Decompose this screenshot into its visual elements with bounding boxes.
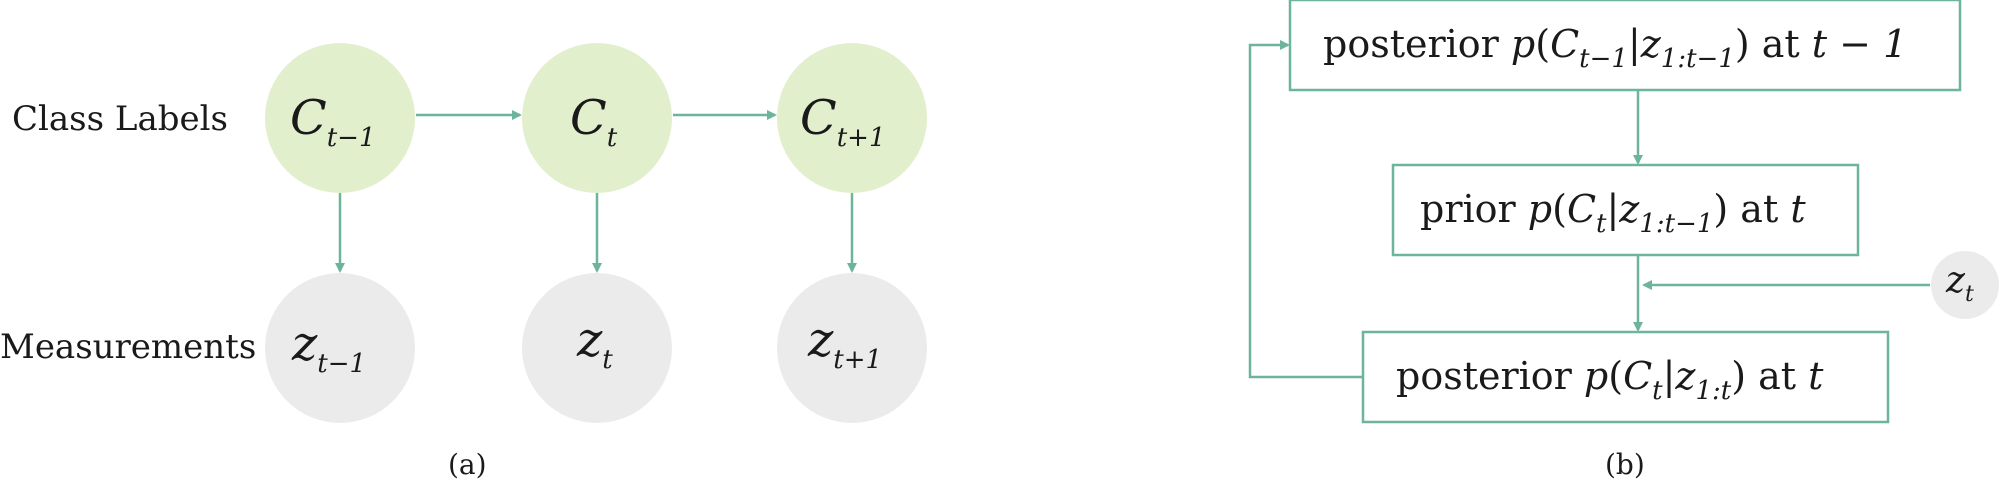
panel-b: posterior p(Ct−1|z1:t−1) at t − 1 prior … [1248,0,1999,481]
measurement-input-label: zt [1945,260,1974,307]
caption-b: (b) [1605,448,1645,481]
measurement-node-circle [522,273,672,423]
posterior-prev-box [1288,0,1962,92]
measurements-row-label: Measurements [0,327,256,367]
measurement-node-label: zt−1 [291,316,366,379]
class-node-circle [777,43,927,193]
caption-a: (a) [448,448,487,481]
measurement-node-circle [777,273,927,423]
posterior-current-box [1361,330,1890,424]
prior-label: prior p(Ct|z1:t−1) at t [1420,187,1806,239]
measurement-node-circle [265,273,415,423]
measurement-node-t: zt [522,273,672,423]
panel-a: Class Labels Measurements Ct−1 Ct Ct+1 z… [0,43,927,481]
posterior-prev-label: posterior p(Ct−1|z1:t−1) at t − 1 [1323,22,1907,74]
class-node-t: Ct [522,43,672,193]
measurement-node-t-minus-1: zt−1 [265,273,415,423]
class-node-label: Ct+1 [800,90,886,153]
measurement-input-circle [1931,251,1999,319]
class-labels-row-label: Class Labels [12,99,228,139]
measurement-node-t-plus-1: zt+1 [777,273,927,423]
class-node-label: Ct [570,90,618,153]
measurement-node-label: zt [576,312,613,375]
class-node-circle [522,43,672,193]
feedback-arrow [1248,40,1363,379]
measurement-input-node: zt [1931,251,1999,319]
posterior-current-label: posterior p(Ct|z1:t) at t [1396,354,1824,406]
class-node-label: Ct−1 [290,90,376,153]
prior-box [1391,163,1860,257]
class-node-t-minus-1: Ct−1 [265,43,415,193]
measurement-node-label: zt+1 [807,312,882,375]
class-node-circle [265,43,415,193]
class-node-t-plus-1: Ct+1 [777,43,927,193]
